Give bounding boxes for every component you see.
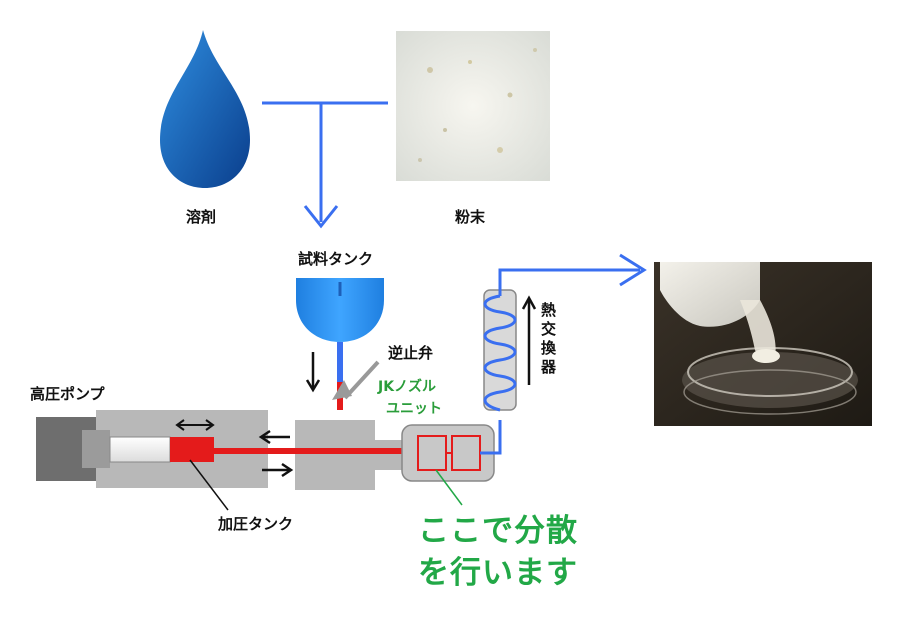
nozzle-unit-label-line1: JKノズル: [378, 379, 437, 395]
outlet-arrow-icon: [619, 253, 647, 287]
dispersion-text-line2: を行います: [418, 555, 578, 591]
check-valve-arrow-icon: [332, 380, 352, 400]
solvent-label: 溶剤: [186, 208, 217, 226]
powder-image: [396, 31, 550, 181]
heat-exchanger-label: 熱交換器: [539, 302, 557, 378]
pressure-tank-label: 加圧タンク: [218, 515, 294, 533]
high-pressure-pump-label: 高圧ポンプ: [30, 385, 105, 403]
nozzle-unit-label-line2: ユニット: [386, 401, 442, 417]
check-valve-label: 逆止弁: [388, 344, 434, 362]
high-pressure-pump: [36, 410, 268, 488]
valve-block: [295, 420, 375, 490]
sample-tank: [296, 278, 384, 342]
outlet-line: [494, 420, 502, 455]
solvent-drop-icon: [160, 30, 250, 188]
feed-lines: [262, 101, 388, 229]
powder-label: 粉末: [455, 208, 486, 226]
nozzle-unit: [401, 424, 495, 482]
pressure-line: [214, 448, 420, 454]
result-photo: [654, 262, 872, 426]
dispersion-text-line1: ここで分散: [418, 513, 578, 549]
heat-exchanger: [483, 289, 517, 412]
sample-tank-label: 試料タンク: [298, 250, 374, 268]
